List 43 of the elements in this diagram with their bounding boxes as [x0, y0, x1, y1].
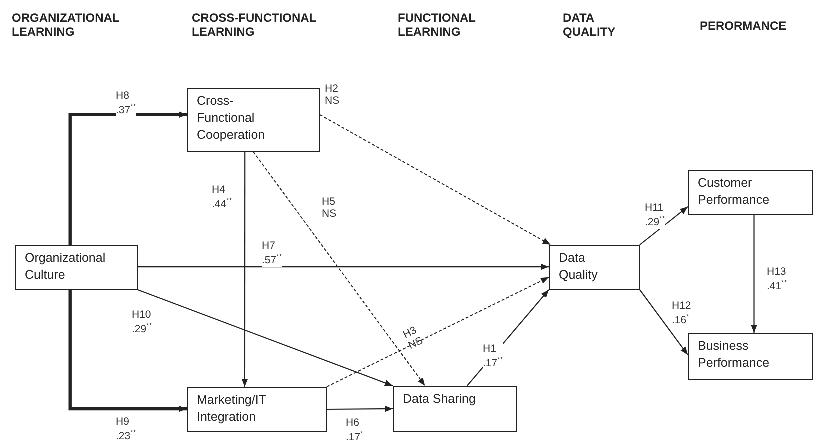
construct-label: Data Sharing	[403, 391, 476, 408]
edge-label: H13 .41$^{**}$	[767, 266, 788, 292]
construct-box	[187, 88, 320, 152]
arrow	[68, 112, 187, 245]
edge-label: H7 .57$^{**}$	[262, 240, 282, 266]
construct-label: Organizational Culture	[25, 250, 107, 284]
arrow	[326, 276, 550, 388]
construct-label: Customer Performance	[698, 175, 771, 209]
column-heading: FUNCTIONAL LEARNING	[398, 11, 477, 39]
edge-label: H10 .29$^{**}$	[132, 309, 152, 336]
construct-label: Marketing/IT Integration	[197, 392, 268, 426]
edge-label: H2 NS	[325, 83, 340, 107]
column-heading: ORGANIZATIONAL LEARNING	[12, 11, 121, 39]
construct-box	[15, 245, 138, 290]
arrow	[751, 215, 758, 333]
edge-label: H5 NS	[322, 196, 337, 220]
edge-label: H4 .44$^{**}$	[212, 184, 232, 210]
edge-label: H12 .16$^{*}$	[672, 300, 692, 326]
construct-box	[393, 386, 517, 432]
arrow	[327, 406, 393, 412]
arrow	[640, 290, 688, 356]
arrow	[320, 114, 552, 246]
arrow	[68, 290, 187, 412]
construct-label: Business Performance	[698, 338, 771, 372]
arrow	[138, 264, 549, 270]
arrow	[242, 152, 248, 387]
arrow	[253, 152, 426, 386]
column-heading: CROSS-FUNCTIONAL LEARNING	[192, 11, 318, 39]
construct-box	[549, 245, 640, 290]
construct-box	[187, 387, 327, 432]
edge-label: H11 .29$^{**}$	[645, 202, 666, 228]
column-heading: PERORMANCE	[700, 19, 788, 33]
construct-box	[688, 333, 813, 380]
arrow	[138, 289, 394, 387]
edge-label: H3 NS	[401, 324, 426, 352]
edge-label: H9 .23$^{**}$	[116, 416, 136, 440]
arrow	[640, 206, 688, 246]
construct-label: Data Quality	[559, 250, 599, 284]
construct-box	[688, 170, 813, 215]
edge-label: H1 .17$^{**}$	[483, 343, 504, 370]
edge-label: H8 .37$^{**}$	[116, 90, 136, 116]
column-heading: DATA QUALITY	[563, 11, 617, 39]
construct-label: Cross-Functional Cooperation	[197, 93, 266, 144]
